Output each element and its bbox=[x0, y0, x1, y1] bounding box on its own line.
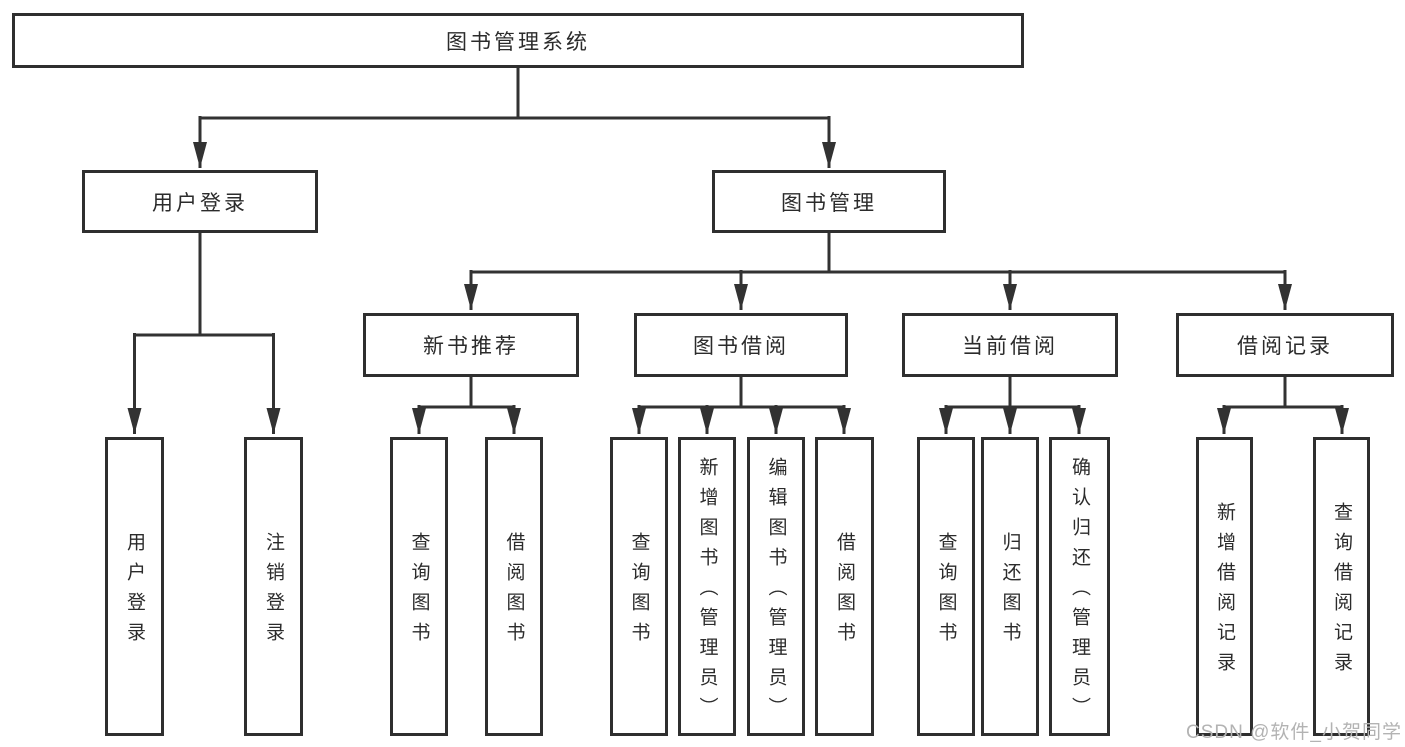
connector-book-mgmt-trunk bbox=[471, 233, 1285, 274]
node-leaf-query-borrow-record-label: 查询借阅记录 bbox=[1331, 502, 1352, 682]
csdn-watermark: CSDN @软件_小贺同学 bbox=[1186, 722, 1402, 743]
node-leaf-return-books: 归还图书 bbox=[981, 437, 1039, 736]
node-leaf-add-borrow-record-label: 新增借阅记录 bbox=[1214, 502, 1235, 682]
node-leaf-edit-books: 编辑图书（管理员） bbox=[747, 437, 805, 736]
node-leaf-query-borrow-record: 查询借阅记录 bbox=[1313, 437, 1370, 736]
connector-current-borrow-trunk bbox=[946, 377, 1079, 409]
node-current-borrow: 当前借阅 bbox=[902, 313, 1118, 377]
node-leaf-return-books-label: 归还图书 bbox=[999, 532, 1021, 652]
connector-book-borrow-trunk bbox=[639, 377, 844, 409]
node-leaf-logout-label: 注销登录 bbox=[263, 532, 284, 652]
node-leaf-user-login: 用户登录 bbox=[105, 437, 164, 736]
node-user-login: 用户登录 bbox=[82, 170, 318, 233]
node-book-mgmt-label: 图书管理 bbox=[781, 191, 877, 215]
node-user-login-label: 用户登录 bbox=[152, 191, 248, 215]
connector-root-trunk bbox=[200, 68, 829, 120]
node-leaf-query-books-1: 查询图书 bbox=[390, 437, 448, 736]
node-new-book-rec-label: 新书推荐 bbox=[423, 335, 519, 358]
node-leaf-logout: 注销登录 bbox=[244, 437, 303, 736]
node-leaf-query-books-3: 查询图书 bbox=[917, 437, 975, 736]
connector-user-login-trunk bbox=[134, 233, 274, 337]
node-leaf-confirm-return: 确认归还（管理员） bbox=[1049, 437, 1110, 736]
connector-borrow-records-trunk bbox=[1224, 377, 1342, 409]
node-current-borrow-label: 当前借阅 bbox=[962, 335, 1058, 358]
node-leaf-borrow-books-2: 借阅图书 bbox=[815, 437, 874, 736]
node-leaf-borrow-books-1: 借阅图书 bbox=[485, 437, 543, 736]
node-leaf-query-books-2: 查询图书 bbox=[610, 437, 668, 736]
node-leaf-query-books-2-label: 查询图书 bbox=[628, 532, 650, 652]
node-new-book-rec: 新书推荐 bbox=[363, 313, 579, 377]
node-leaf-query-books-1-label: 查询图书 bbox=[408, 532, 430, 652]
node-borrow-records-label: 借阅记录 bbox=[1237, 335, 1333, 358]
node-book-borrow-label: 图书借阅 bbox=[693, 335, 789, 358]
node-borrow-records: 借阅记录 bbox=[1176, 313, 1394, 377]
node-leaf-add-books: 新增图书（管理员） bbox=[678, 437, 736, 736]
node-book-borrow: 图书借阅 bbox=[634, 313, 848, 377]
node-leaf-user-login-label: 用户登录 bbox=[124, 532, 145, 652]
node-leaf-borrow-books-1-label: 借阅图书 bbox=[503, 532, 525, 652]
node-root: 图书管理系统 bbox=[12, 13, 1024, 68]
node-leaf-edit-books-label: 编辑图书（管理员） bbox=[765, 457, 787, 727]
node-leaf-query-books-3-label: 查询图书 bbox=[935, 532, 957, 652]
node-root-label: 图书管理系统 bbox=[446, 30, 590, 54]
node-leaf-add-borrow-record: 新增借阅记录 bbox=[1196, 437, 1253, 736]
node-book-mgmt: 图书管理 bbox=[712, 170, 946, 233]
node-leaf-borrow-books-2-label: 借阅图书 bbox=[834, 532, 855, 652]
connector-new-book-rec-trunk bbox=[419, 377, 514, 409]
node-leaf-add-books-label: 新增图书（管理员） bbox=[696, 457, 718, 727]
node-leaf-confirm-return-label: 确认归还（管理员） bbox=[1069, 457, 1090, 727]
